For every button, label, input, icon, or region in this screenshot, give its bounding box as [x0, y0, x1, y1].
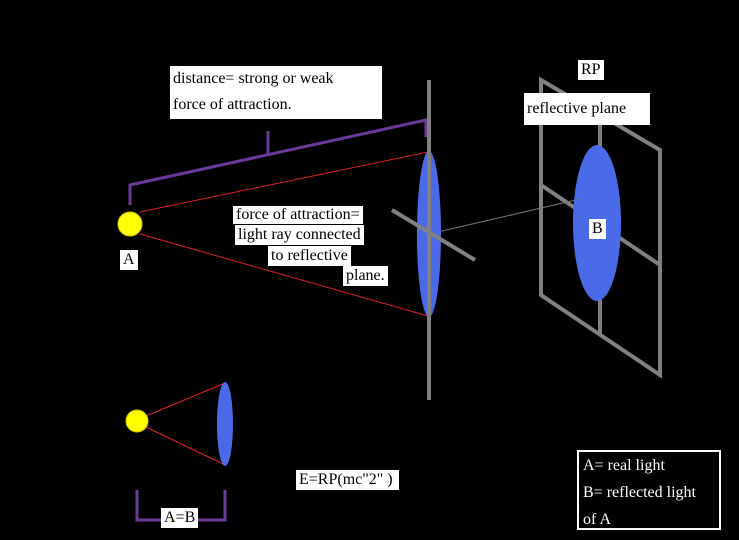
small-sun: [125, 409, 149, 433]
reflective-plane-label: reflective plane: [524, 93, 650, 125]
distance-label: distance= strong or weak force of attract…: [170, 66, 382, 119]
rp-label: RP: [578, 60, 604, 80]
connection-ray: [428, 198, 581, 235]
force-label-line1: force of attraction=: [233, 206, 363, 224]
force-label-line3: to reflective: [268, 246, 351, 266]
sun-a: [117, 211, 143, 237]
small-ray-bottom: [145, 426, 226, 466]
label-a: A: [120, 250, 138, 270]
ray-top: [139, 151, 429, 213]
small-lens: [217, 382, 233, 466]
ray-bottom: [139, 233, 429, 317]
label-b: B: [589, 219, 606, 239]
a-equals-b-label: A=B: [161, 508, 199, 528]
plane-outline: [539, 76, 662, 379]
force-label-line2: light ray connected: [235, 225, 364, 245]
legend-line-a: A= real light: [583, 457, 665, 474]
legend-box: A= real light B= reflected light of A: [577, 450, 721, 530]
force-label-line4: plane.: [343, 266, 388, 286]
distance-label-line2: force of attraction.: [173, 96, 292, 113]
distance-label-line1: distance= strong or weak: [173, 70, 334, 87]
legend-line-b: B= reflected light: [583, 484, 696, 501]
diagonal-axis: [390, 208, 477, 262]
small-ray-top: [145, 382, 226, 417]
distance-bracket: [128, 118, 428, 205]
equation-label: E=RP(mc"2" ): [296, 470, 399, 490]
legend-line-of-a: of A: [583, 511, 611, 528]
